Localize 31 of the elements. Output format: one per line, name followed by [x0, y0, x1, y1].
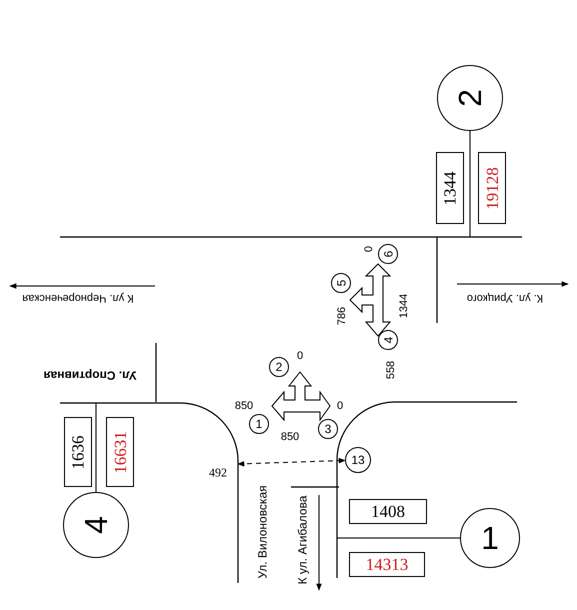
count-box: 14313: [349, 552, 425, 577]
count-label: 0: [296, 350, 304, 362]
number-circle: 4: [378, 330, 398, 350]
count-label: 786: [336, 306, 348, 326]
number-circle: 4: [63, 492, 129, 558]
number-circle: 1: [460, 508, 520, 568]
number-circle: 1: [249, 414, 269, 434]
count-box: 19128: [478, 152, 506, 224]
count-label: 850: [234, 400, 254, 412]
count-box: 1344: [436, 152, 464, 224]
number-circle: 2: [269, 357, 289, 377]
count-label: 850: [280, 430, 300, 444]
number-circle: 13: [345, 447, 371, 473]
street-label: К ул. Агибалова: [296, 496, 310, 584]
edge-label: 492: [209, 466, 227, 480]
number-circle: 2: [437, 65, 503, 131]
number-circle: 3: [318, 419, 338, 439]
dashed-arrow: [237, 458, 346, 467]
number-circle: 5: [331, 273, 351, 293]
street-label: К. ул. Урицкого: [466, 292, 544, 304]
count-label: 1344: [398, 294, 410, 318]
count-label: 0: [362, 246, 376, 252]
count-label: 558: [384, 360, 398, 380]
street-label: Ул. Вилоновская: [256, 485, 270, 579]
number-circle: 6: [378, 244, 398, 264]
street-label: Ул. Спортивная: [44, 368, 136, 382]
count-box: 16631: [106, 417, 134, 487]
count-label: 0: [336, 400, 344, 412]
count-box: 1408: [349, 499, 427, 524]
street-label: К ул. Чернореченская: [22, 292, 134, 304]
count-box: 1636: [64, 417, 92, 487]
